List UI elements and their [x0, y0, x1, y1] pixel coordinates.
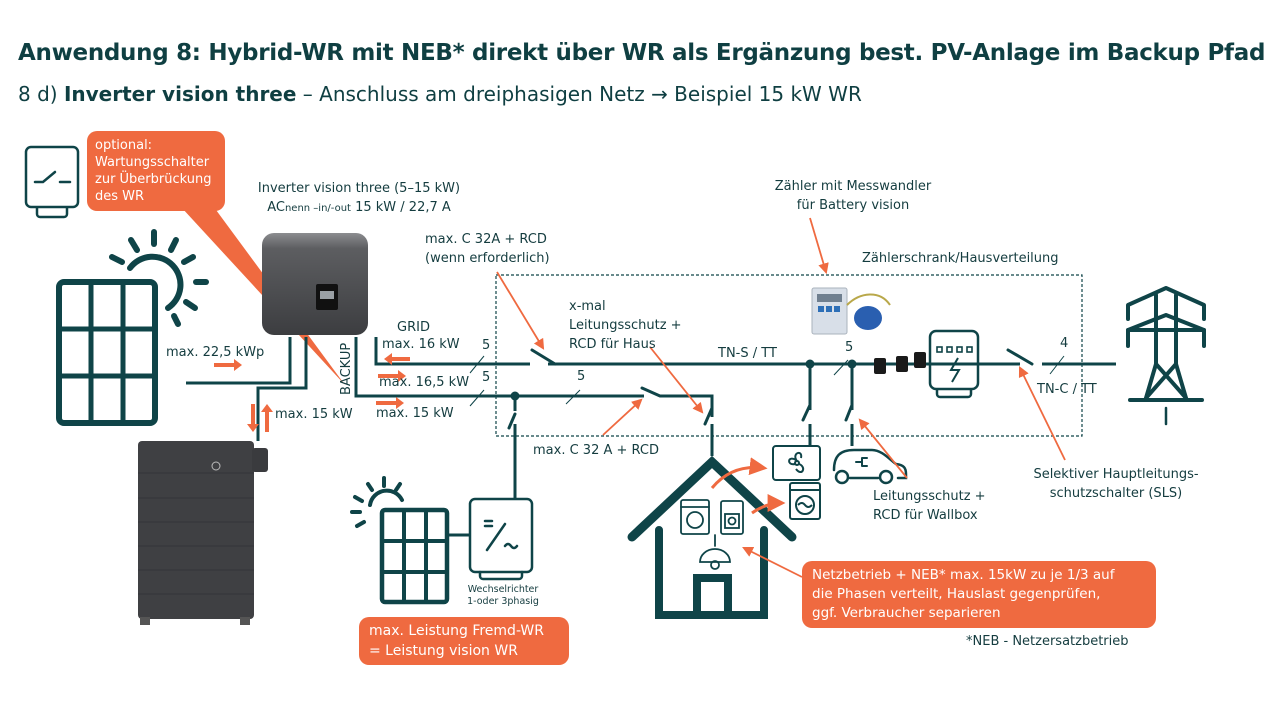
subtitle-product: Inverter vision three: [63, 82, 297, 106]
backup-port-label: BACKUP: [339, 342, 354, 395]
flow-arrows: [214, 353, 410, 432]
callout-line: optional:: [95, 138, 153, 153]
tn-s-label: TN-S / TT: [718, 346, 777, 361]
pv-array-icon: [56, 229, 209, 426]
subtitle-prefix: 8 d): [18, 82, 58, 106]
subtitle-description: – Anschluss am dreiphasigen Netz → Beisp…: [302, 82, 862, 106]
wallbox-protection-label: Leitungsschutz + RCD für Wallbox: [873, 487, 986, 525]
page-title: Anwendung 8: Hybrid-WR mit NEB* direkt ü…: [18, 40, 1266, 66]
callout-line: ggf. Verbraucher separieren: [812, 605, 1001, 621]
meter-cabinet-outline: [495, 274, 1083, 437]
third-party-pv-icon: [350, 476, 450, 605]
house-protection-label: x-mal Leitungsschutz + RCD für Haus: [569, 297, 682, 354]
label-line: 1-oder 3phasig: [467, 596, 539, 607]
wire-count-label: 5: [577, 369, 586, 384]
callout-line: des WR: [95, 189, 145, 204]
appliance-arrows: [710, 457, 786, 515]
inverter-name: Inverter vision three (5–15 kW): [257, 181, 461, 196]
breaker-switches: [507, 348, 1034, 430]
callout-line: = Leistung vision WR: [369, 643, 518, 659]
inverter-label: Inverter vision three (5–15 kW) ACnenn –…: [244, 179, 474, 218]
battery-power-label: max. 15 kW: [275, 407, 353, 422]
junction-dots: [510, 359, 857, 401]
battery-charge-arrow: [247, 404, 259, 432]
label-line: Leitungsschutz +: [873, 489, 986, 504]
grid-operation-callout: Netzbetrieb + NEB* max. 15kW zu je 1/3 a…: [802, 561, 1156, 628]
battery-device: [138, 441, 268, 625]
label-line: RCD für Haus: [569, 337, 656, 352]
inverter-ac-rating: ACnenn –in/-out 15 kW / 22,7 A: [244, 198, 474, 218]
grid-port-label: GRID: [397, 320, 430, 335]
footnote: *NEB - Netzersatzbetrieb: [966, 634, 1129, 649]
callout-line: max. Leistung Fremd-WR: [369, 623, 544, 639]
label-line: x-mal: [569, 299, 606, 314]
electricity-meter-icon: [928, 329, 980, 399]
ac-value: 15 kW / 22,7 A: [355, 200, 451, 215]
backup-out-arrow: [376, 397, 404, 409]
ac-sub: nenn –in/-out: [284, 203, 351, 214]
breaker-bottom-label: max. C 32 A + RCD: [533, 443, 659, 458]
callout-line: Netzbetrieb + NEB* max. 15kW zu je 1/3 a…: [812, 567, 1115, 583]
meter-title-label: Zähler mit Messwandler für Battery visio…: [758, 177, 948, 215]
grid-out-label: max. 16,5 kW: [379, 375, 470, 390]
wire-count-label: 5: [482, 338, 491, 353]
label-line: Zähler mit Messwandler: [774, 179, 932, 194]
annotation-pointers: [496, 217, 1066, 578]
wire-count-slashes: [469, 355, 1065, 407]
breaker-top-label: max. C 32A + RCD (wenn erforderlich): [425, 230, 550, 268]
washing-machine-icon: [789, 482, 821, 520]
page-subtitle: 8 d) Inverter vision three – Anschluss a…: [18, 82, 862, 106]
maintenance-switch-callout: optional: Wartungsschalter zur Überbrück…: [87, 131, 225, 211]
battery-discharge-arrow: [261, 404, 273, 432]
sls-label: Selektiver Hauptleitungs- schutzschalter…: [1016, 465, 1216, 503]
label-line: Leitungsschutz +: [569, 318, 682, 333]
backup-out-label: max. 15 kW: [376, 406, 454, 421]
wire-count-label: 5: [845, 340, 854, 355]
hybrid-inverter-device: [262, 233, 368, 335]
callout-line: die Phasen verteilt, Hauslast gegenprüfe…: [812, 586, 1101, 602]
third-party-inverter-icon: [468, 497, 534, 581]
grid-out-arrow: [378, 370, 406, 382]
third-inverter-label: Wechselrichter 1-oder 3phasig: [458, 584, 548, 608]
cabinet-label: Zählerschrank/Hausverteilung: [862, 251, 1059, 266]
callout-line: Wartungsschalter: [95, 155, 210, 170]
wiring: [186, 337, 1116, 537]
pv-power-label: max. 22,5 kWp: [166, 345, 265, 360]
tn-c-label: TN-C / TT: [1037, 382, 1097, 397]
house-icon: [627, 455, 797, 619]
label-line: max. C 32A + RCD: [425, 232, 547, 247]
heat-pump-fan-icon: [772, 445, 821, 481]
grid-in-label: max. 16 kW: [382, 337, 460, 352]
label-line: schutzschalter (SLS): [1049, 486, 1183, 501]
energy-meter-device: [811, 287, 926, 374]
third-party-inverter-callout: max. Leistung Fremd-WR = Leistung vision…: [359, 617, 569, 665]
label-line: RCD für Wallbox: [873, 508, 978, 523]
callout-line: zur Überbrückung: [95, 172, 212, 187]
power-pylon-icon: [1126, 286, 1206, 426]
maintenance-callout-pointer: [170, 195, 345, 385]
label-line: für Battery vision: [796, 198, 910, 213]
maintenance-switch-icon: [24, 145, 80, 219]
pv-flow-arrow: [214, 359, 242, 371]
label-line: Selektiver Hauptleitungs-: [1033, 467, 1199, 482]
wire-count-label: 4: [1060, 336, 1069, 351]
electric-car-icon: [832, 448, 908, 485]
grid-in-arrow: [384, 353, 410, 365]
wire-count-label: 5: [482, 370, 491, 385]
ac-prefix: AC: [267, 200, 285, 215]
label-line: (wenn erforderlich): [425, 251, 550, 266]
label-line: Wechselrichter: [467, 584, 539, 595]
